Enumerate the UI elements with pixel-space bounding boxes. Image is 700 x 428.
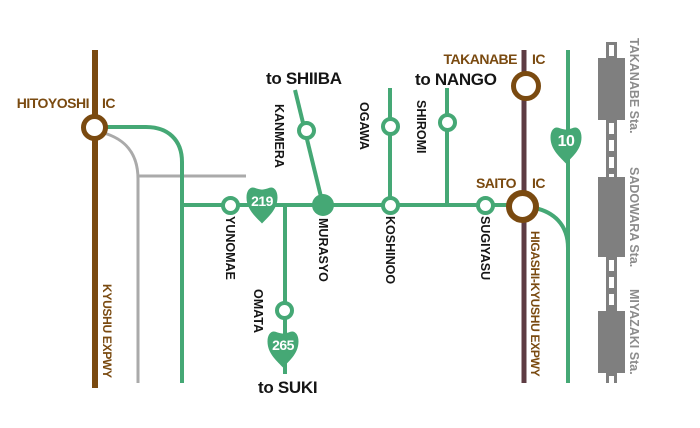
route-265-number: 265 xyxy=(272,337,294,353)
to-nango-label: to NANGO xyxy=(415,70,497,89)
murasyo-station-circle xyxy=(312,194,334,216)
saito-ic-name: SAITO xyxy=(475,175,517,191)
route-shield-shape xyxy=(550,127,582,164)
route-10-shield: 10 xyxy=(549,124,583,164)
route-shield-shape xyxy=(267,331,299,368)
sadowara-station-box xyxy=(598,177,625,257)
railway-segment-bottom xyxy=(606,373,617,383)
shiiba-kanmera-branch xyxy=(293,89,325,206)
saito-route10-connector xyxy=(534,206,570,249)
route-10-number: 10 xyxy=(557,133,575,150)
yunomae-station-label: YUNOMAE xyxy=(223,216,237,280)
ogawa-station-label: OGAWA xyxy=(357,102,371,150)
hitoyoshi-ic-circle xyxy=(81,114,108,141)
railway-segment-2 xyxy=(606,257,617,311)
railway-segment-top xyxy=(606,42,617,58)
murasyo-station-label: MURASYO xyxy=(316,218,330,282)
sadowara-sta-label: SADOWARA Sta. xyxy=(627,167,641,268)
railway-segment-1 xyxy=(606,120,617,177)
route-265-shield: 265 xyxy=(266,328,300,368)
higashi-kyushu-expwy-label: HIGASHI-KYUSHU EXPWY xyxy=(528,231,542,377)
miyazaki-sta-label: MIYAZAKI Sta. xyxy=(627,289,641,375)
route-219-shield: 219 xyxy=(245,184,279,224)
kanmera-station-circle xyxy=(297,121,316,140)
takanabe-ic-name: TAKANABE xyxy=(443,51,517,67)
shiromi-station-label: SHIROMI xyxy=(414,100,428,154)
omata-station-circle xyxy=(275,301,294,320)
saito-ic-circle xyxy=(506,190,539,223)
kyushu-expwy-label: KYUSHU EXPWY xyxy=(100,284,114,378)
to-suki-label: to SUKI xyxy=(258,378,318,397)
hitoyoshi-ic-name: HITOYOSHI xyxy=(16,95,90,111)
sugiyasu-station-circle xyxy=(476,196,495,215)
koshinoo-station-label: KOSHINOO xyxy=(383,216,397,285)
takanabe-ic-circle xyxy=(511,71,541,101)
gray-road-curve xyxy=(103,131,140,383)
takanabe-sta-label: TAKANABE Sta. xyxy=(627,38,641,134)
route-219-west-branch xyxy=(107,125,184,383)
hitoyoshi-ic-suffix: IC xyxy=(102,95,116,111)
miyazaki-station-box xyxy=(598,311,625,373)
takanabe-ic-suffix: IC xyxy=(532,51,546,67)
yunomae-station-circle xyxy=(221,196,240,215)
shiromi-station-circle xyxy=(438,113,457,132)
ogawa-station-circle xyxy=(381,117,400,136)
takanabe-station-box xyxy=(598,58,625,120)
route-shield-shape xyxy=(246,187,278,224)
route-219-number: 219 xyxy=(251,193,273,209)
koshinoo-station-circle xyxy=(381,196,400,215)
sugiyasu-station-label: SUGIYASU xyxy=(478,216,492,281)
kanmera-station-label: KANMERA xyxy=(272,104,286,168)
omata-station-label: OMATA xyxy=(251,289,265,333)
saito-ic-suffix: IC xyxy=(532,175,546,191)
to-shiiba-label: to SHIIBA xyxy=(266,69,342,88)
